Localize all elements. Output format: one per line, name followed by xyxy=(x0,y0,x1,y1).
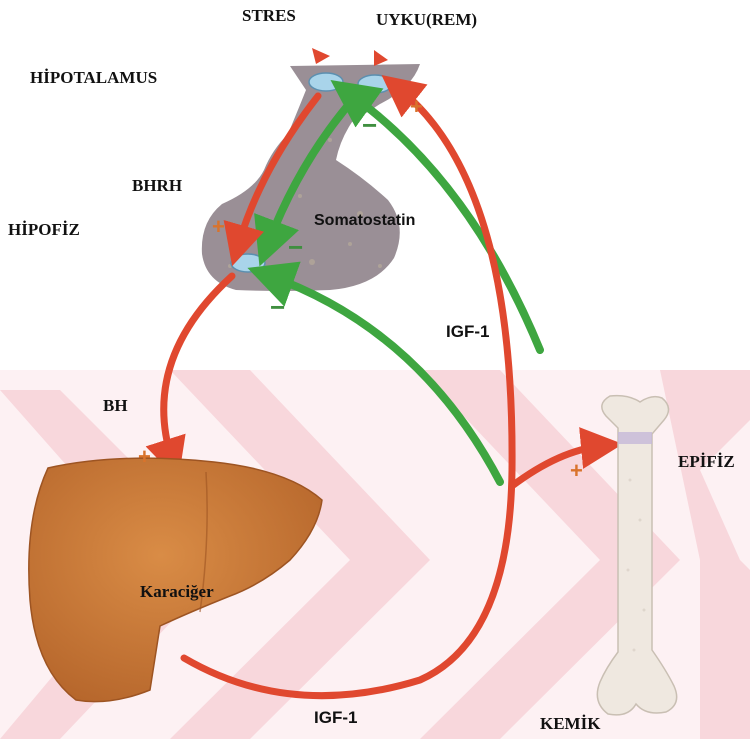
epiphysis-label: EPİFİZ xyxy=(678,452,735,472)
plus-sign-liver: + xyxy=(138,446,151,468)
pituitary-label: HİPOFİZ xyxy=(8,220,80,240)
pituitary-cell xyxy=(231,254,265,272)
plus-sign-hypothalamus: + xyxy=(410,96,423,118)
gh-label: BH xyxy=(103,396,128,416)
bone-label: KEMİK xyxy=(540,714,600,734)
hypothalamus-label: HİPOTALAMUS xyxy=(30,68,157,88)
minus-sign-pituitary-upper: − xyxy=(288,234,303,260)
plus-sign-pituitary: + xyxy=(212,216,225,238)
hypothalamus-neuron-right xyxy=(358,75,392,93)
igf1-upper-label: IGF-1 xyxy=(446,322,489,342)
plus-sign-bone: + xyxy=(570,460,583,482)
sleep-input-arrow xyxy=(374,50,388,66)
liver-label: Karaciğer xyxy=(140,582,214,602)
epiphyseal-plate xyxy=(618,432,652,444)
stress-label: STRES xyxy=(242,6,296,26)
bhrh-label: BHRH xyxy=(132,176,182,196)
igf1-lower-label: IGF-1 xyxy=(314,708,357,728)
hypothalamus-neuron-left xyxy=(309,73,343,91)
minus-sign-pituitary-lower: − xyxy=(270,294,285,320)
sleep-rem-label: UYKU(REM) xyxy=(376,10,477,30)
minus-sign-hypothalamus: − xyxy=(362,112,377,138)
stress-input-arrow xyxy=(312,48,330,64)
somatostatin-label: Somatostatin xyxy=(314,212,415,230)
